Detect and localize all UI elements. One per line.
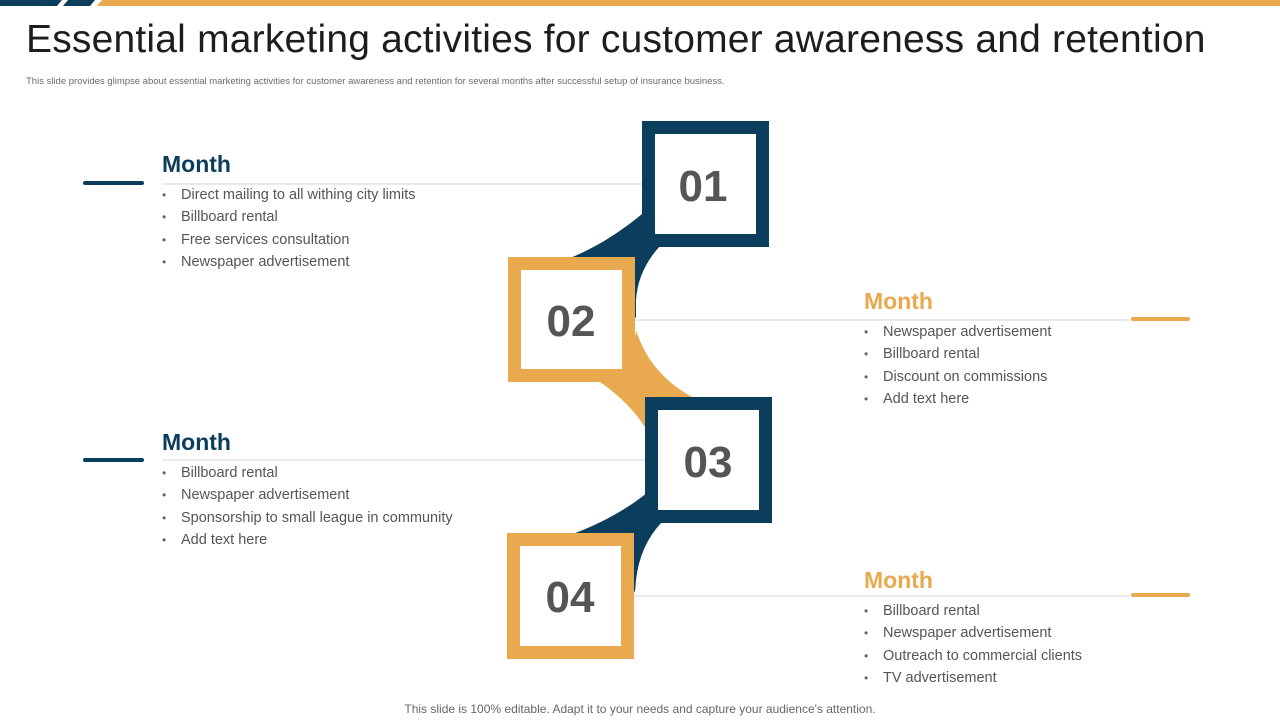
step-list-02: Newspaper advertisement Billboard rental… — [864, 321, 1051, 410]
list-item: Outreach to commercial clients — [864, 645, 1082, 668]
step-block-01: Month Direct mailing to all withing city… — [162, 150, 415, 273]
step-block-04: Month Billboard rental Newspaper adverti… — [864, 566, 1082, 689]
step-heading-04: Month — [864, 567, 933, 593]
list-item: Newspaper advertisement — [864, 321, 1051, 344]
list-item: Add text here — [162, 529, 453, 552]
slide-subtitle: This slide provides glimpse about essent… — [26, 76, 725, 87]
list-item: Free services consultation — [162, 229, 415, 252]
list-item: Newspaper advertisement — [864, 622, 1082, 645]
top-accent-bar — [0, 0, 1280, 6]
list-item: TV advertisement — [864, 667, 1082, 690]
step-list-04: Billboard rental Newspaper advertisement… — [864, 600, 1082, 689]
list-item: Discount on commissions — [864, 366, 1051, 389]
step-number-02: 02 — [547, 297, 596, 346]
list-item: Billboard rental — [864, 600, 1082, 623]
list-item: Add text here — [864, 388, 1051, 411]
step-heading-02: Month — [864, 288, 933, 314]
list-item: Billboard rental — [162, 462, 453, 485]
step-heading-01: Month — [162, 151, 231, 177]
step-box-03: 03 — [645, 397, 772, 523]
step-box-01: 01 — [642, 121, 769, 247]
step-number-04: 04 — [546, 573, 595, 622]
list-item: Billboard rental — [864, 343, 1051, 366]
list-item: Newspaper advertisement — [162, 484, 453, 507]
list-item: Newspaper advertisement — [162, 251, 415, 274]
step-box-02: 02 — [508, 257, 635, 382]
list-item: Direct mailing to all withing city limit… — [162, 184, 415, 207]
footer-note: This slide is 100% editable. Adapt it to… — [404, 702, 876, 716]
step-list-03: Billboard rental Newspaper advertisement… — [162, 462, 453, 551]
step-box-04: 04 — [507, 533, 634, 659]
list-item: Billboard rental — [162, 206, 415, 229]
slide-title: Essential marketing activities for custo… — [26, 18, 1206, 61]
step-heading-03: Month — [162, 429, 231, 455]
list-item: Sponsorship to small league in community — [162, 507, 453, 530]
step-block-03: Month Billboard rental Newspaper adverti… — [162, 428, 453, 551]
step-number-01: 01 — [679, 162, 728, 211]
step-block-02: Month Newspaper advertisement Billboard … — [864, 287, 1051, 410]
step-number-03: 03 — [684, 438, 733, 487]
step-list-01: Direct mailing to all withing city limit… — [162, 184, 415, 273]
